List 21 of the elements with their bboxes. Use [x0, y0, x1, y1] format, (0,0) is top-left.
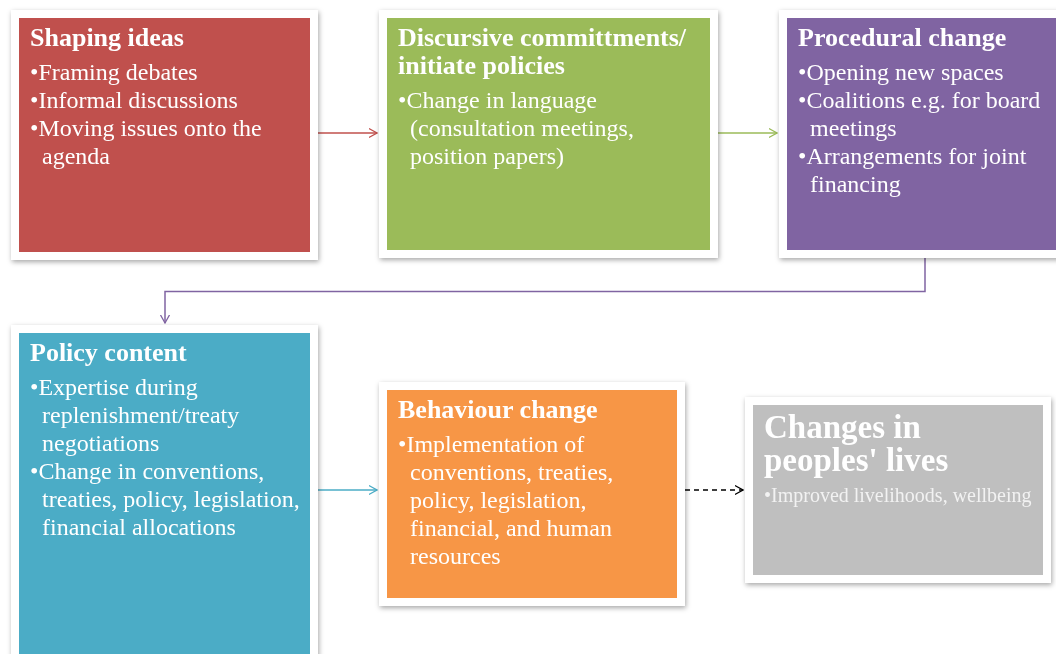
box-heading: Procedural change	[798, 24, 1008, 52]
bullet-item: •Informal discussions	[30, 86, 239, 114]
box-heading: Shaping ideas	[30, 24, 185, 52]
box-heading: Discursive committments/ initiate policies	[398, 24, 688, 80]
bullet-item: •Arrangements for joint financing	[798, 142, 1028, 198]
bullet-item: •Coalitions e.g. for board meetings	[798, 86, 1042, 142]
bullet-item: •Framing debates	[30, 58, 199, 86]
bullet-item: •Change in conventions, treaties, policy, legislation, financial allocations	[30, 457, 301, 541]
arrow	[717, 127, 778, 139]
bullet-item: •Implementation of conventions, treaties, policy, legislation, financial, and human resources	[398, 430, 615, 570]
arrow	[317, 127, 378, 139]
arrow	[317, 484, 378, 496]
bullet-item: •Opening new spaces	[798, 58, 1005, 86]
bullet-item: •Moving issues onto the agenda	[30, 114, 263, 170]
arrow	[684, 484, 744, 496]
arrow	[159, 257, 926, 324]
box-heading: Behaviour change	[398, 396, 599, 424]
bullet-item: •Expertise during replenishment/treaty negotiations	[30, 373, 241, 457]
box-heading: Policy content	[30, 339, 188, 367]
bullet-item: •Change in language (consultation meetings, position papers)	[398, 86, 635, 170]
box-heading: Changes in peoples' lives	[764, 411, 950, 477]
